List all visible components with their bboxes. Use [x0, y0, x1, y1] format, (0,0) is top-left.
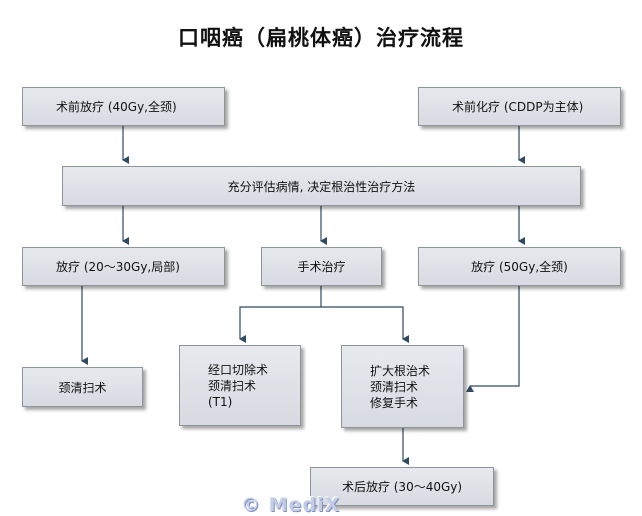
watermark-logo: © MediX	[241, 494, 341, 516]
node-neck-dissection: 颈清扫术	[22, 367, 143, 407]
node-postop-radiation-label: 术后放疗 (30～40Gy)	[341, 480, 463, 494]
arrow-surgery-to-transoral	[239, 286, 322, 343]
node-preop-chemo: 术前化疗 (CDDP为主体)	[418, 87, 621, 126]
node-surgery-label: 手术治疗	[297, 260, 346, 274]
node-radiation-local-label: 放疗 (20～30Gy,局部)	[56, 260, 180, 274]
node-preop-radiation: 术前放疗 (40Gy,全颈)	[22, 87, 225, 126]
node-radiation-neck: 放疗 (50Gy,全颈)	[418, 247, 621, 286]
node-radical: 扩大根治术 颈清扫术 修复手术	[341, 345, 464, 428]
node-assessment: 充分评估病情, 决定根治性治疗方法	[62, 166, 581, 206]
node-radiation-neck-label: 放疗 (50Gy,全颈)	[471, 260, 568, 274]
node-assessment-label: 充分评估病情, 决定根治性治疗方法	[227, 179, 416, 194]
node-surgery: 手术治疗	[261, 247, 382, 286]
node-preop-radiation-label: 术前放疗 (40Gy,全颈)	[56, 100, 177, 114]
node-radiation-local: 放疗 (20～30Gy,局部)	[22, 247, 225, 286]
node-transoral-line-3: (T1)	[208, 394, 233, 409]
node-radical-line-2: 颈清扫术	[370, 379, 419, 394]
arrow-radiation-neck-to-radical	[466, 286, 520, 392]
node-transoral-line-2: 颈清扫术	[208, 378, 257, 393]
diagram-title: 口咽癌（扁桃体癌）治疗流程	[178, 26, 464, 50]
node-postop-radiation: 术后放疗 (30～40Gy)	[310, 467, 494, 506]
node-radical-line-3: 修复手术	[370, 395, 419, 410]
node-radical-line-1: 扩大根治术	[370, 363, 431, 378]
node-transoral: 经口切除术 颈清扫术 (T1)	[179, 345, 301, 426]
arrow-surgery-to-radical	[321, 306, 409, 343]
node-preop-chemo-label: 术前化疗 (CDDP为主体)	[452, 100, 584, 114]
node-transoral-line-1: 经口切除术	[208, 362, 269, 377]
node-neck-dissection-label: 颈清扫术	[58, 380, 107, 395]
